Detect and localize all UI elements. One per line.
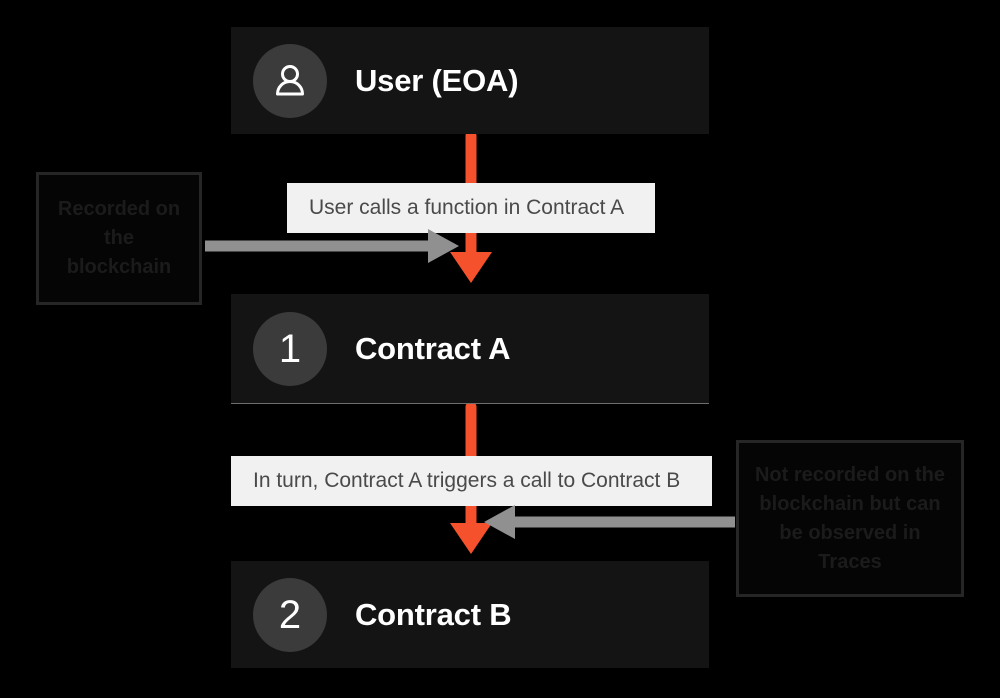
annotation-not-recorded-on-blockchain: Not recorded on the blockchain but can b… [736,440,964,597]
annotation-text: Recorded on the blockchain [57,198,181,278]
annotation-text: Not recorded on the blockchain but can b… [754,463,945,573]
node-contract-a-label: Contract A [355,330,511,366]
step-number: 2 [278,592,302,637]
avatar [253,43,327,118]
node-contract-b[interactable]: 2 Contract B [231,561,709,668]
caption-text: User calls a function in Contract A [309,196,625,219]
step-badge-2: 2 [253,577,327,652]
caption-contract-a-triggers-b: In turn, Contract A triggers a call to C… [231,456,712,506]
annotation-recorded-on-blockchain: Recorded on the blockchain [36,172,202,305]
annotation-arrow-left [484,505,735,539]
caption-text: In turn, Contract A triggers a call to C… [253,469,681,492]
node-contract-b-label: Contract B [355,596,512,632]
person-icon [276,64,304,95]
caption-user-calls-function: User calls a function in Contract A [287,183,655,233]
node-contract-a[interactable]: 1 Contract A [231,294,709,404]
node-user[interactable]: User (EOA) [231,27,709,134]
step-number: 1 [278,326,302,371]
annotation-arrow-right [205,229,459,263]
node-user-label: User (EOA) [355,62,519,98]
step-badge-1: 1 [253,311,327,386]
